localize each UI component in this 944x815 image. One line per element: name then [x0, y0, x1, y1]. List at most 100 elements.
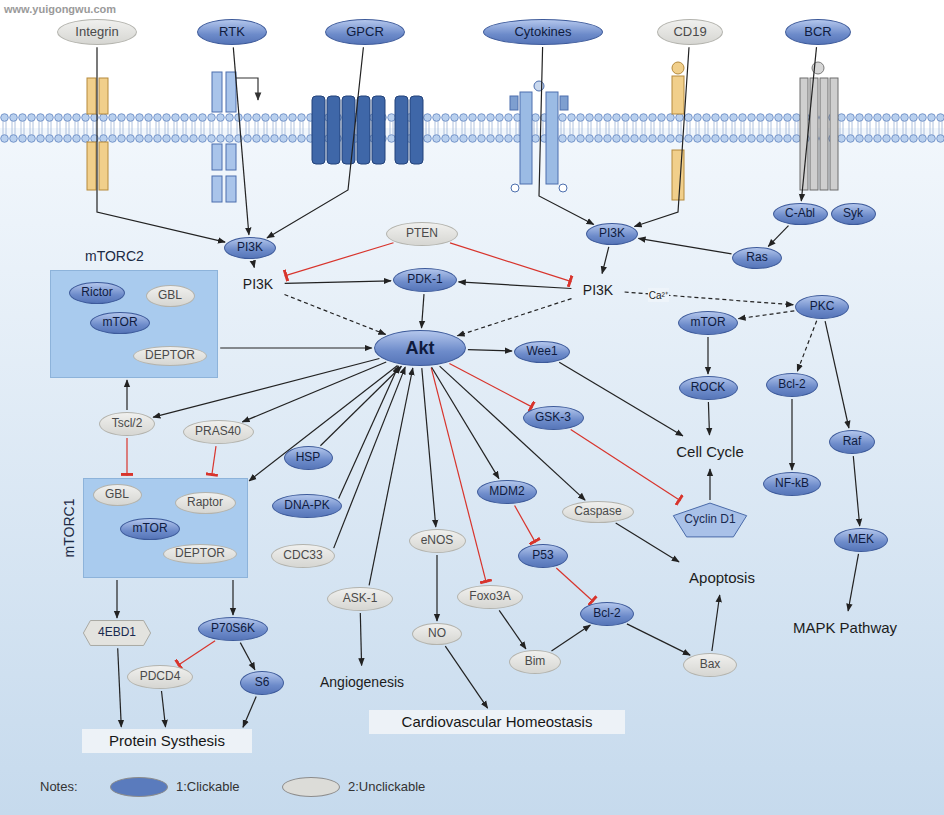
complex-box: mTORC1GBLRaptormTORDEPTOR: [83, 478, 248, 578]
activation-connector: [339, 366, 399, 498]
activation-connector: [801, 47, 816, 201]
clickable-node: MEK: [834, 528, 888, 552]
unclickable-node: GBL: [146, 285, 195, 307]
node-outline: [673, 503, 746, 537]
cytoplasm-ground: [0, 128, 944, 815]
activation-connector: [369, 368, 413, 585]
unclickable-node: CD19: [657, 19, 723, 45]
node-text: Raptor: [187, 496, 223, 510]
clickable-node: P53: [518, 544, 568, 568]
activation-connector: [97, 47, 225, 242]
integrin-receptor: [99, 142, 108, 190]
rtk-receptor: [226, 72, 236, 112]
node-text: GBL: [158, 289, 182, 303]
edge-label: Ca²⁺: [648, 288, 669, 302]
unclickable-node: CDC33: [271, 544, 335, 568]
unclickable-node: Caspase: [562, 501, 634, 523]
unclickable-node: DEPTOR: [133, 346, 207, 366]
inhibition-connector: [178, 641, 215, 666]
unclickable-node: PTEN: [386, 222, 458, 246]
node-text: Wee1: [526, 345, 557, 359]
inhibition-connector: [126, 438, 127, 476]
activation-connector: [552, 625, 591, 651]
node-text: S6: [255, 676, 270, 690]
activation-connector: [602, 247, 609, 274]
activation-connector: [708, 402, 709, 435]
node-text: PI3K: [599, 227, 625, 241]
unclickable-node: ASK-1: [327, 587, 393, 611]
clickable-node: MDM2: [477, 480, 537, 504]
activation-connector: [436, 555, 437, 621]
activation-connector: [634, 47, 689, 226]
activation-connector: [707, 337, 708, 374]
bcr-receptor: [820, 78, 828, 190]
inhibition-connector: [212, 446, 216, 476]
activation-connector: [616, 523, 679, 562]
activation-connector: [797, 321, 816, 372]
node-text: mTOR: [132, 522, 167, 536]
gpcr-helix: [327, 96, 340, 164]
activation-connector: [712, 595, 720, 651]
node-text: MDM2: [489, 485, 524, 499]
node-text: NF-kB: [775, 477, 809, 491]
node-text: Bim: [525, 655, 546, 669]
node-text: PKC: [810, 300, 835, 314]
gpcr-helix: [312, 96, 325, 164]
bcr-receptor: [830, 78, 838, 190]
activation-connector: [220, 347, 372, 348]
clickable-node: Ras: [732, 247, 782, 269]
activation-connector: [459, 282, 572, 289]
activation-connector: [240, 643, 255, 670]
process-label: PI3K: [577, 279, 620, 302]
activation-connector: [791, 399, 792, 470]
inhibition-connector: [556, 568, 593, 602]
clickable-node: C-Abl: [773, 203, 828, 225]
clickable-node: DNA-PK: [272, 494, 342, 518]
node-text: CD19: [673, 25, 706, 40]
node-text: C-Abl: [785, 207, 815, 221]
autophosphorylation-arrow: [236, 78, 258, 100]
node-text: Bcl-2: [593, 607, 620, 621]
node-text: BCR: [804, 25, 831, 40]
activation-connector: [118, 648, 122, 727]
inhibition-connector: [450, 243, 572, 282]
activation-connector: [126, 380, 127, 410]
clickable-node: Syk: [831, 203, 876, 225]
activation-connector: [233, 47, 249, 234]
node-text: eNOS: [421, 534, 454, 548]
integrin-receptor: [87, 142, 96, 190]
inhibition-connector: [571, 430, 681, 501]
receptor-domain: [559, 184, 567, 192]
pentagon-node: Cyclin D1: [671, 502, 749, 538]
process-label: PI3K: [237, 273, 280, 296]
activation-connector: [360, 613, 361, 665]
node-text: PDCD4: [140, 670, 181, 684]
activation-connector: [116, 580, 117, 618]
activation-connector: [853, 456, 859, 526]
node-outline: [83, 621, 150, 646]
clickable-node: Raf: [829, 430, 875, 454]
node-text: Cyclin D1: [684, 513, 735, 527]
clickable-node: Wee1: [514, 341, 570, 363]
unclickable-node: Bim: [509, 650, 561, 674]
cytokine-receptor: [510, 96, 518, 110]
clickable-node: ROCK: [679, 376, 738, 400]
activation-connector: [232, 580, 233, 615]
activation-connector: [499, 610, 526, 649]
rtk-receptor: [212, 72, 222, 112]
activation-connector: [457, 299, 571, 336]
legend-swatch: [110, 777, 168, 797]
gpcr-helix: [395, 96, 408, 164]
process-label: Cell Cycle: [670, 440, 750, 464]
unclickable-node: Foxo3A: [457, 585, 523, 609]
node-text: PI3K: [243, 276, 273, 292]
activation-connector: [267, 47, 363, 238]
clickable-node: mTOR: [678, 311, 738, 335]
clickable-node: HSP: [284, 446, 333, 470]
cd19-receptor: [672, 62, 684, 74]
node-text: Angiogenesis: [320, 674, 404, 690]
activation-connector: [738, 311, 794, 319]
activation-connector: [468, 350, 512, 351]
